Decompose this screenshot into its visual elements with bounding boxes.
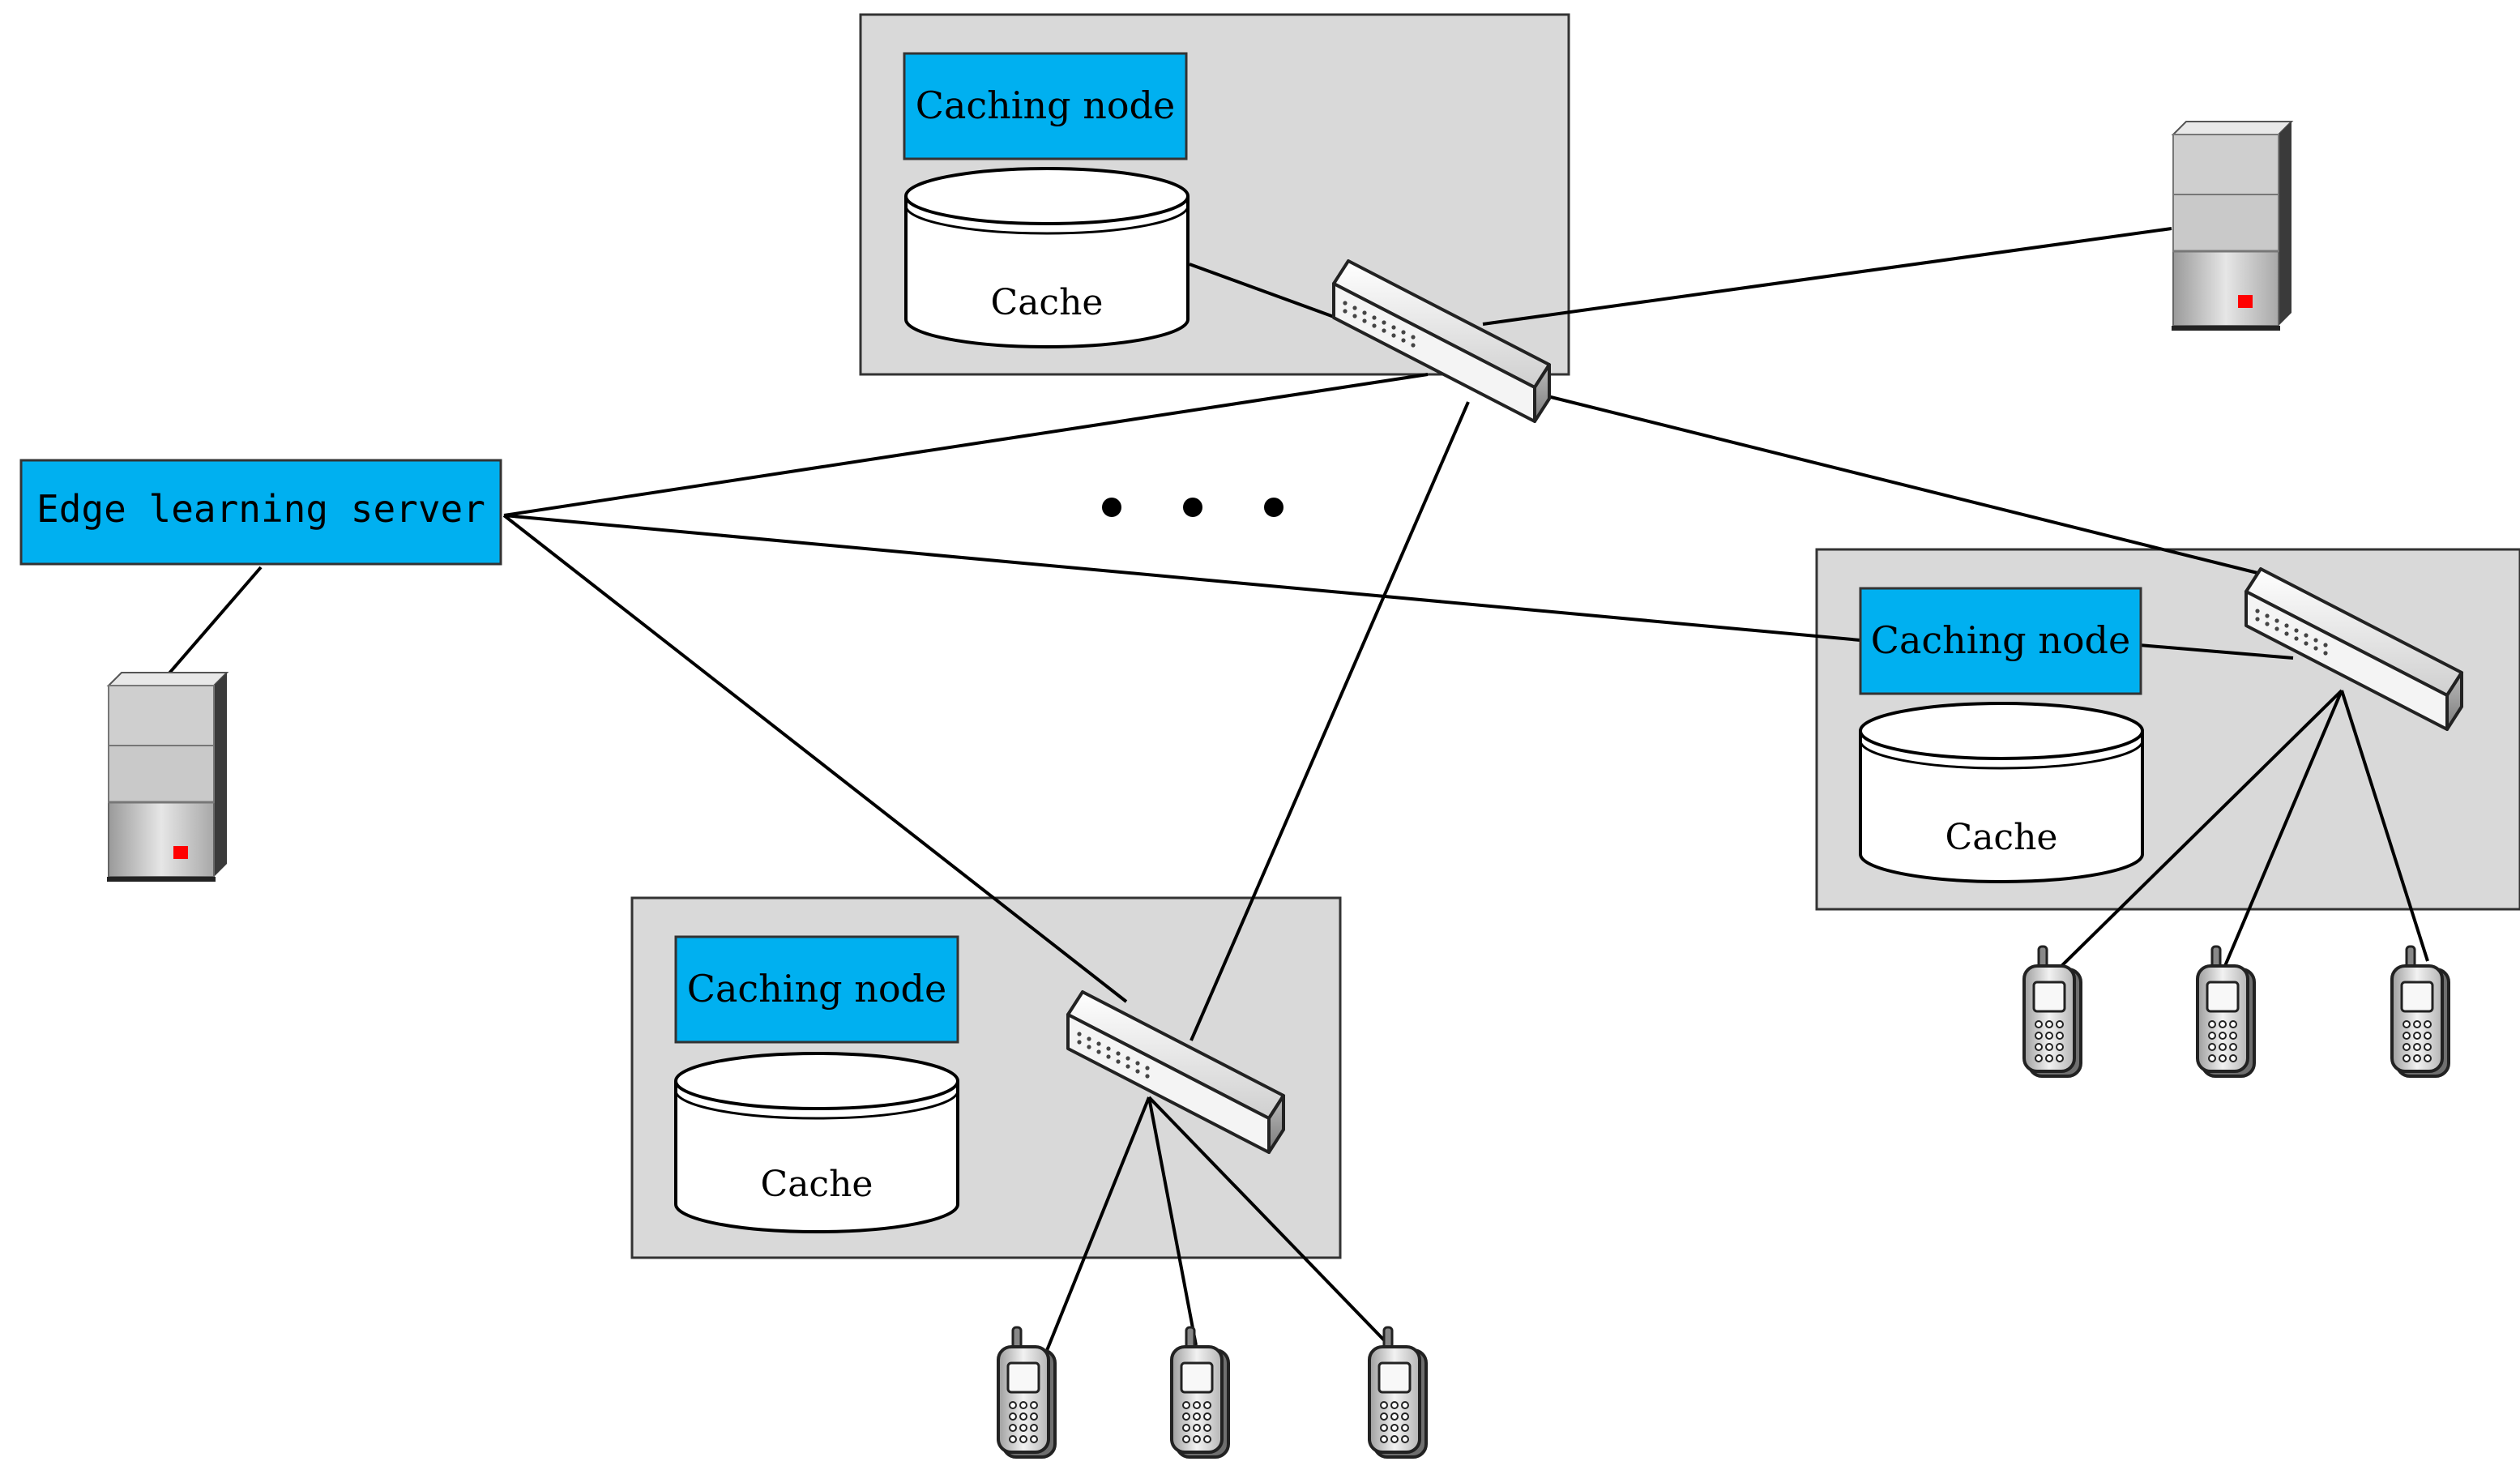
server-led — [2238, 295, 2253, 308]
caching-node-label-box — [1859, 587, 2142, 695]
edge-learning-server: Edge learning server — [19, 459, 502, 566]
cache-label: Cache — [1946, 817, 2058, 858]
link-server-to-right-node — [503, 514, 1861, 642]
ellipsis-dots — [1102, 498, 1283, 517]
server-tower-icon — [2170, 120, 2293, 332]
server-tower-icon — [105, 671, 229, 883]
caching-node-label: Caching node — [916, 83, 1175, 127]
mobile-phone-icon — [2196, 945, 2256, 1078]
caching-node-label-box — [903, 52, 1188, 160]
link-top-switch-to-bottom-switch — [1190, 401, 1470, 1041]
edge-learning-server-box — [19, 459, 502, 566]
link-bottom-switch-to-phone-3 — [1147, 1096, 1394, 1350]
link-bottom-switch-to-phone-1 — [1029, 1096, 1151, 1391]
caching-node-label: Caching node — [687, 967, 946, 1011]
link-right-node-to-switch — [2138, 643, 2294, 660]
link-top-switch-to-remote-server — [1482, 227, 2172, 326]
database-cylinder-icon — [674, 1052, 959, 1233]
link-server-to-tower — [165, 566, 263, 677]
mobile-phone-icon — [2022, 945, 2082, 1078]
caching-node-bottom: Caching node Cache — [674, 935, 959, 1233]
caching-node-label-box — [674, 935, 959, 1044]
server-led — [173, 846, 188, 859]
link-bottom-switch-to-phone-2 — [1147, 1096, 1198, 1346]
mobile-phone-icon — [1170, 1326, 1230, 1459]
cache-label: Cache — [761, 1164, 873, 1205]
link-right-switch-to-phone-1 — [2053, 689, 2343, 974]
link-server-to-bottom-switch — [502, 514, 1128, 1003]
link-server-to-top-switch — [503, 373, 1429, 517]
mobile-phone-icon — [2390, 945, 2450, 1078]
caching-node-label: Caching node — [1871, 618, 2130, 662]
mobile-phone-icon — [997, 1326, 1057, 1459]
link-right-switch-to-phone-2 — [2219, 690, 2343, 978]
mobile-phone-icon — [1368, 1326, 1428, 1459]
network-links — [165, 227, 2429, 1391]
link-right-switch-to-phone-3 — [2340, 690, 2429, 962]
edge-learning-server-label: Edge learning server — [36, 487, 485, 531]
link-top-switch-to-right-switch — [1544, 394, 2262, 575]
caching-node-top: Caching node Cache — [903, 52, 1190, 348]
cache-label: Cache — [991, 282, 1104, 323]
link-top-cache-to-switch — [1189, 263, 1346, 323]
caching-node-right: Caching node Cache — [1859, 587, 2144, 883]
